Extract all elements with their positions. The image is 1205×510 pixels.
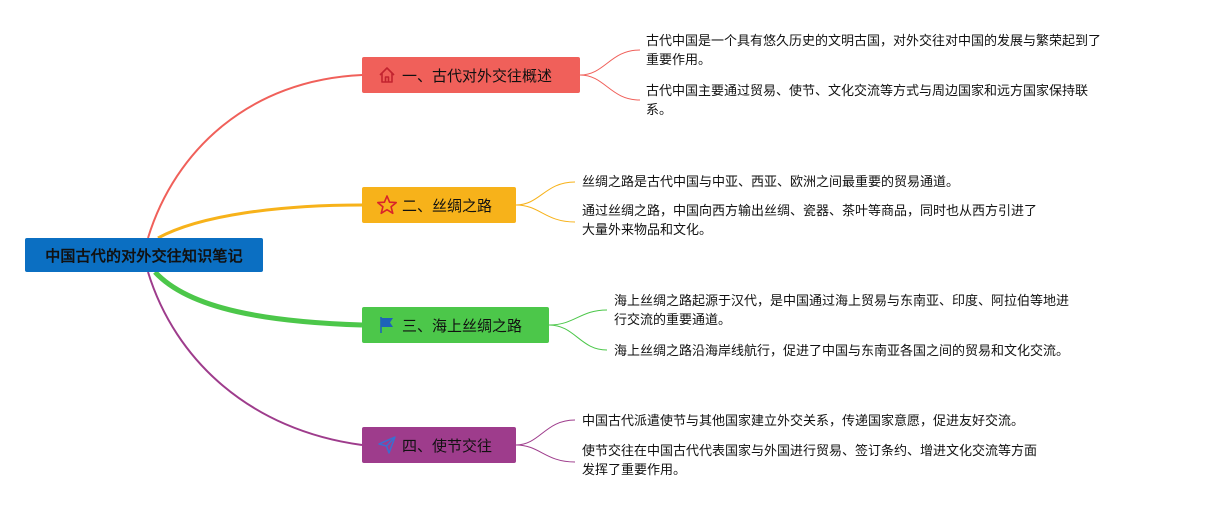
branch-2-note-1[interactable]: 丝绸之路是古代中国与中亚、西亚、欧洲之间最重要的贸易通道。 [582,175,960,190]
connector-branch-2-note-1 [515,181,576,206]
branch-3-label: 三、海上丝绸之路 [402,316,523,335]
branch-3-topic[interactable]: 三、海上丝绸之路 [362,307,549,343]
branch-2-label: 二、丝绸之路 [402,196,493,215]
connector-branch-4-note-1 [515,419,576,446]
connector-branch-3-note-1 [548,309,608,326]
branch-3-note-2[interactable]: 海上丝绸之路沿海岸线航行，促进了中国与东南亚各国之间的贸易和文化交流。 [614,344,1070,359]
branch-4-note-2[interactable]: 使节交往在中国古代代表国家与外国进行贸易、签订条约、增进文化交流等方面 发挥了重… [582,444,1038,478]
connector-branch-1-note-2 [579,74,641,101]
branch-2-topic[interactable]: 二、丝绸之路 [362,187,516,223]
connector-root-branch-2 [157,203,363,240]
connector-branch-1-note-1 [579,49,641,76]
branch-1-topic[interactable]: 一、古代对外交往概述 [362,57,580,93]
branch-1-note-1[interactable]: 古代中国是一个具有悠久历史的文明古国，对外交往对中国的发展与繁荣起到了 重要作用… [646,34,1102,68]
branch-2-note-2[interactable]: 通过丝绸之路，中国向西方输出丝绸、瓷器、茶叶等商品，同时也从西方引进了 大量外来… [582,204,1038,238]
connector-root-branch-4 [147,271,363,446]
root-topic[interactable]: 中国古代的对外交往知识笔记 [25,238,263,272]
connector-branch-4-note-2 [515,444,576,463]
star-icon [376,194,398,216]
root-topic-label: 中国古代的对外交往知识笔记 [45,246,243,265]
house-icon [376,64,398,86]
connector-root-branch-1 [147,74,363,239]
branch-4-note-1[interactable]: 中国古代派遣使节与其他国家建立外交关系，传递国家意愿，促进友好交流。 [582,414,1025,429]
connector-branch-2-note-2 [515,204,576,223]
connector-root-branch-3 [153,270,363,328]
branch-1-label: 一、古代对外交往概述 [402,66,553,85]
flag-icon [376,314,398,336]
branch-3-note-1[interactable]: 海上丝绸之路起源于汉代，是中国通过海上贸易与东南亚、印度、阿拉伯等地进 行交流的… [614,294,1070,328]
branch-4-label: 四、使节交往 [402,436,493,455]
branch-1-note-2[interactable]: 古代中国主要通过贸易、使节、文化交流等方式与周边国家和远方国家保持联 系。 [646,84,1089,118]
branch-4-topic[interactable]: 四、使节交往 [362,427,516,463]
connector-branch-3-note-2 [548,324,608,351]
paper-plane-icon [376,434,398,456]
